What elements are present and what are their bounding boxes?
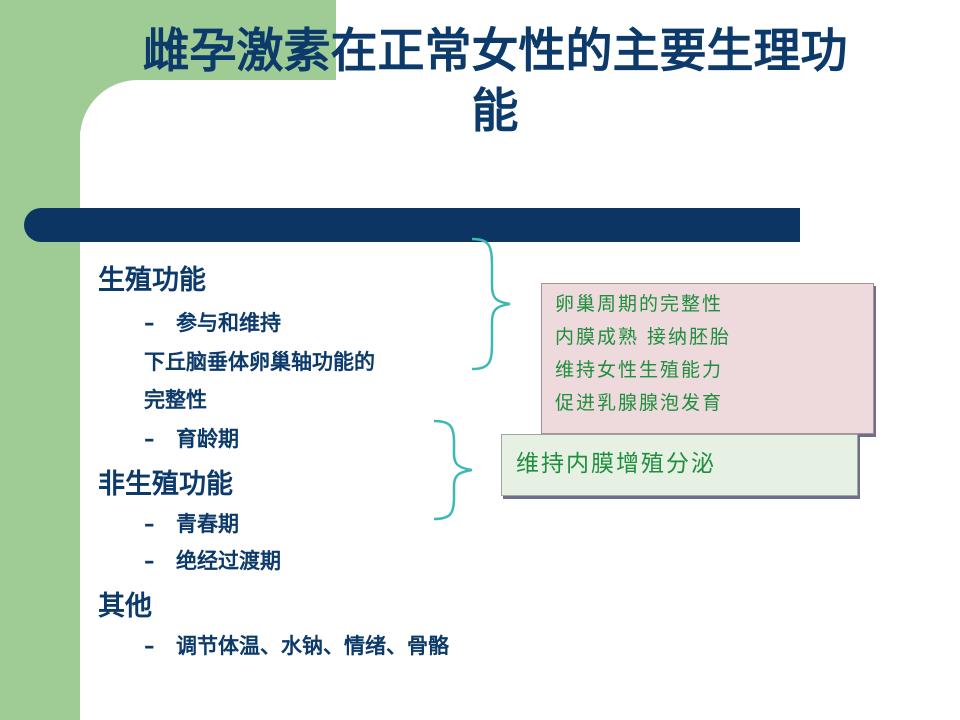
list-item-text: 青春期 <box>176 512 239 536</box>
heading-non-reproductive: 非生殖功能 <box>98 469 233 500</box>
list-item-text: 调节体温、水钠、情绪、骨骼 <box>176 634 449 658</box>
bullet-dash: – <box>144 311 155 335</box>
list-item-participate: –参与和维持 <box>144 307 281 337</box>
box-line: 内膜成熟 接纳胚胎 <box>555 326 732 348</box>
right-brace-lower <box>433 419 473 521</box>
bullet-dash: – <box>144 512 155 536</box>
list-item-regulation: –调节体温、水钠、情绪、骨骼 <box>144 630 449 660</box>
list-item-text: 育龄期 <box>176 427 239 451</box>
slide-title: 雌孕激素在正常女性的主要生理功 能 <box>90 22 900 142</box>
list-item-text: 参与和维持 <box>176 311 281 335</box>
list-item-continuation: 完整性 <box>144 388 207 412</box>
box-line: 卵巢周期的完整性 <box>555 293 724 315</box>
list-item-puberty: –青春期 <box>144 508 239 538</box>
navy-divider-bar <box>24 208 800 242</box>
slide-title-line-1: 雌孕激素在正常女性的主要生理功 <box>142 24 848 79</box>
bullet-dash: – <box>144 427 155 451</box>
list-item-childbearing: –育龄期 <box>144 423 239 453</box>
box-line: 促进乳腺腺泡发育 <box>555 392 724 414</box>
heading-reproductive: 生殖功能 <box>98 265 206 296</box>
box-line: 维持内膜增殖分泌 <box>516 451 716 477</box>
heading-other: 其他 <box>98 591 152 622</box>
list-item-text: 绝经过渡期 <box>176 549 281 573</box>
reproductive-functions-box: 卵巢周期的完整性 内膜成熟 接纳胚胎 维持女性生殖能力 促进乳腺腺泡发育 <box>541 283 874 434</box>
endometrium-function-box: 维持内膜增殖分泌 <box>501 434 858 496</box>
slide-title-line-2: 能 <box>471 84 519 139</box>
list-item-continuation: 下丘脑垂体卵巢轴功能的 <box>144 350 375 374</box>
box-line: 维持女性生殖能力 <box>555 359 724 381</box>
right-brace-upper <box>471 237 511 371</box>
bullet-dash: – <box>144 634 155 658</box>
list-item-menopause-transition: –绝经过渡期 <box>144 545 281 575</box>
bullet-dash: – <box>144 549 155 573</box>
